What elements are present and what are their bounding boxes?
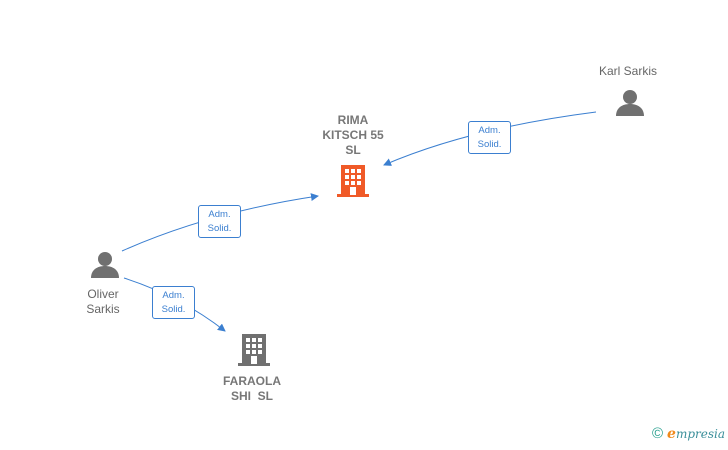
person-label-karl[interactable]: Karl Sarkis [578,64,678,79]
label-line: KITSCH 55 [322,128,384,142]
edge-label-oliver-faraola[interactable]: Adm. Solid. [152,286,195,319]
company-label-faraola[interactable]: FARAOLA SHI SL [200,374,304,404]
label-line: SHI SL [230,389,273,403]
edge-label-oliver-rima[interactable]: Adm. Solid. [198,205,241,238]
brand-footer: © empresia [652,425,725,442]
company-label-rima[interactable]: RIMA KITSCH 55 SL [298,113,408,158]
label-line: Oliver [87,287,119,301]
role-line: Adm. [478,125,501,136]
role-line: Solid. [477,139,502,150]
label-line: Sarkis [86,302,120,316]
building-icon[interactable] [238,334,270,366]
role-line: Adm. [208,209,231,220]
role-line: Solid. [207,223,232,234]
label-line: RIMA [337,113,369,127]
role-line: Adm. [162,290,185,301]
edge-label-karl-rima[interactable]: Adm. Solid. [468,121,511,154]
person-icon[interactable] [91,252,119,278]
label-line: SL [345,143,361,157]
building-icon[interactable] [337,165,369,197]
role-line: Solid. [161,304,186,315]
copyright-icon: © [651,425,664,442]
label-line: Karl Sarkis [598,64,657,78]
label-line: FARAOLA [223,374,281,388]
person-label-oliver[interactable]: Oliver Sarkis [62,287,144,317]
person-icon[interactable] [616,90,644,116]
brand-logo: empresia [667,425,725,442]
